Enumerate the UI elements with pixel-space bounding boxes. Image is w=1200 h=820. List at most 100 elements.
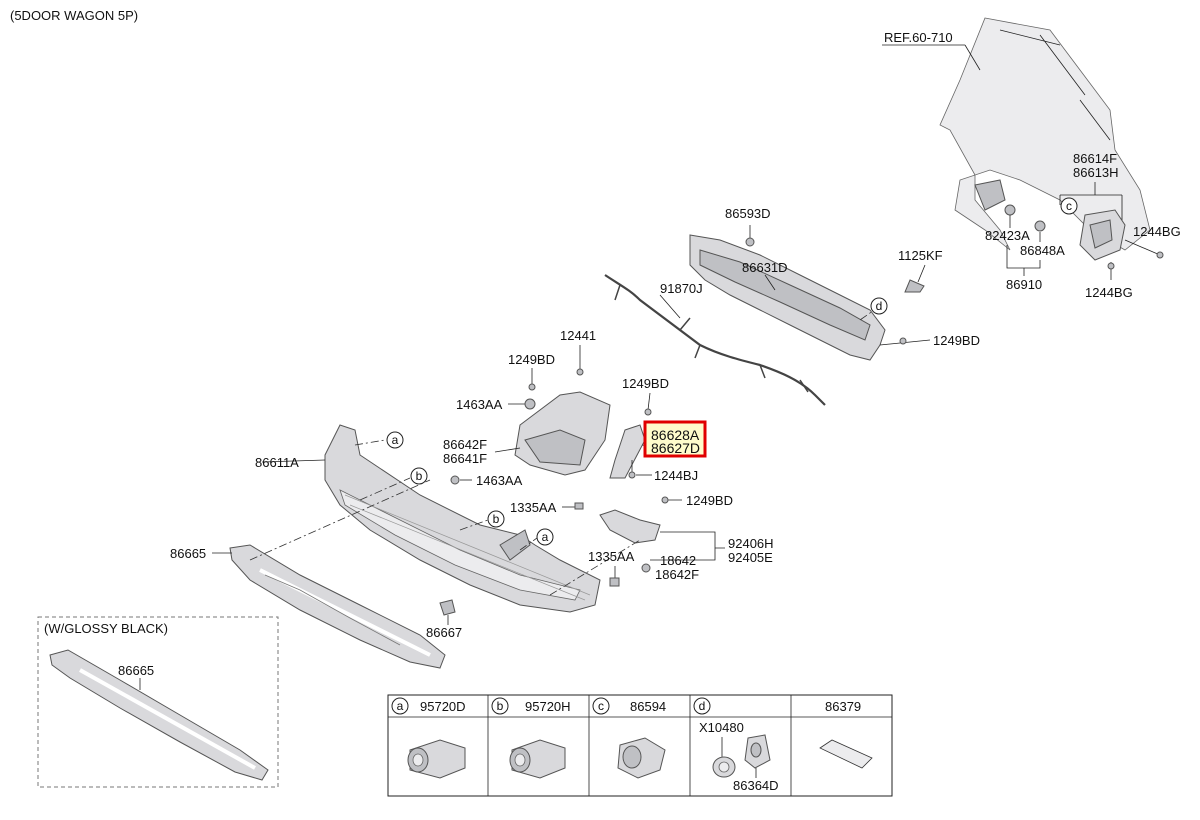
- highlight-box[interactable]: [643, 420, 707, 458]
- label-86642F: 86642F: [443, 437, 487, 452]
- label-1244BG-b: 1244BG: [1085, 285, 1133, 300]
- glossy-skid-plate: [49, 649, 269, 781]
- callout-c-1: [1060, 197, 1078, 215]
- pad-86379-icon: [819, 739, 873, 769]
- bolt-1244BG-a: [1156, 251, 1164, 259]
- legend-part-86379: 86379: [825, 699, 861, 714]
- label-1244BG-a: 1244BG: [1133, 224, 1181, 239]
- label-86910: 86910: [1006, 277, 1042, 292]
- label-86641F: 86641F: [443, 451, 487, 466]
- rear-bumper-cover: [324, 424, 601, 613]
- label-86593D: 86593D: [725, 206, 771, 221]
- side-bracket: [1079, 209, 1126, 261]
- label-92406H: 92406H: [728, 536, 774, 551]
- legend-letter-a: a: [397, 699, 404, 713]
- label-1463AA-b: 1463AA: [476, 473, 523, 488]
- callout-b-1-text: b: [416, 469, 423, 483]
- legend-letter-d: d: [699, 699, 706, 713]
- legend-letter-b: b: [497, 699, 504, 713]
- clip-1335AA-a: [574, 502, 584, 510]
- screw-1249BD-b: [528, 383, 536, 391]
- highlight-86628A[interactable]: 86628A: [651, 427, 700, 443]
- legend-part-95720H: 95720H: [525, 699, 571, 714]
- callout-d-1: [870, 297, 888, 315]
- bolt-1125KF: [904, 279, 925, 293]
- side-trim: [609, 424, 646, 479]
- callout-a-2-text: a: [542, 530, 549, 544]
- lower-skid-plate: [229, 544, 446, 669]
- clip-1335AA-b: [609, 577, 620, 587]
- sensor-95720H-icon: [509, 739, 566, 779]
- highlight-86627D[interactable]: 86627D: [651, 440, 700, 456]
- label-12441: 12441: [560, 328, 596, 343]
- screw-1249BD-c: [644, 408, 652, 416]
- callout-a-2: [536, 528, 554, 546]
- glossy-black-title: (W/GLOSSY BLACK): [44, 621, 168, 636]
- label-1249BD-a: 1249BD: [933, 333, 980, 348]
- legend-circle-c: [592, 697, 610, 715]
- legend-part-X10480: X10480: [699, 720, 744, 735]
- energy-absorber: [689, 234, 886, 361]
- label-1125KF: 1125KF: [898, 248, 943, 263]
- label-82423A: 82423A: [985, 228, 1030, 243]
- legend-letter-c: c: [598, 699, 604, 713]
- label-86848A: 86848A: [1020, 243, 1065, 258]
- label-92405E: 92405E: [728, 550, 773, 565]
- label-86665-b: 86665: [118, 663, 154, 678]
- callout-b-2-text: b: [493, 512, 500, 526]
- label-1249BD-c: 1249BD: [622, 376, 669, 391]
- bolt-1249BD-a: [899, 337, 907, 345]
- clip-82423A: [1004, 204, 1016, 216]
- reflector-bracket: [599, 509, 661, 544]
- label-1244BJ: 1244BJ: [654, 468, 698, 483]
- clip-86667: [439, 599, 456, 616]
- clip-1463AA-a: [524, 398, 536, 410]
- screw-1249BD-d: [661, 496, 669, 504]
- body-panel-ref: [939, 17, 1151, 251]
- grommet-X10480-icon: [712, 756, 736, 778]
- legend-circle-d: [693, 697, 711, 715]
- bulb-18642: [641, 563, 651, 573]
- label-1463AA-a: 1463AA: [456, 397, 503, 412]
- screw-12441: [576, 368, 584, 376]
- label-18642: 18642: [660, 553, 696, 568]
- wiring-harness: [604, 274, 826, 406]
- legend-part-86594: 86594: [630, 699, 666, 714]
- label-86667: 86667: [426, 625, 462, 640]
- legend-part-95720D: 95720D: [420, 699, 466, 714]
- label-86611A: 86611A: [255, 455, 299, 470]
- callout-a-1: [386, 431, 404, 449]
- callout-b-1: [410, 467, 428, 485]
- clip-86593D: [745, 237, 755, 247]
- label-1249BD-d: 1249BD: [686, 493, 733, 508]
- legend-circle-a: [391, 697, 409, 715]
- variant-title: (5DOOR WAGON 5P): [10, 8, 138, 23]
- legend-table: a 95720D b 95720H c 86594 d 86379 X10480: [387, 694, 893, 797]
- callout-d-1-text: d: [876, 299, 883, 313]
- callout-c-1-text: c: [1066, 199, 1072, 213]
- callout-a-1-text: a: [392, 433, 399, 447]
- label-1335AA-b: 1335AA: [588, 549, 635, 564]
- ref-label: REF.60-710: [884, 30, 953, 45]
- clip-86848A: [1034, 220, 1046, 232]
- clip-1463AA-b: [450, 475, 460, 485]
- legend-part-86364D: 86364D: [733, 778, 779, 793]
- bracket-86364D-icon: [744, 734, 771, 769]
- bolt-1244BG-b: [1107, 262, 1115, 270]
- label-86613H: 86613H: [1073, 165, 1119, 180]
- label-91870J: 91870J: [660, 281, 703, 296]
- screw-1244BJ: [628, 471, 636, 479]
- label-86614F: 86614F: [1073, 151, 1117, 166]
- sensor-95720D-icon: [407, 739, 466, 779]
- label-1335AA-a: 1335AA: [510, 500, 557, 515]
- label-18642F: 18642F: [655, 567, 699, 582]
- holder-86594-icon: [617, 737, 666, 779]
- label-1249BD-b: 1249BD: [508, 352, 555, 367]
- legend-circle-b: [491, 697, 509, 715]
- upper-cover: [514, 391, 611, 476]
- label-86631D: 86631D: [742, 260, 788, 275]
- callout-b-2: [487, 510, 505, 528]
- label-86665-a: 86665: [170, 546, 206, 561]
- glossy-black-box: [37, 616, 279, 788]
